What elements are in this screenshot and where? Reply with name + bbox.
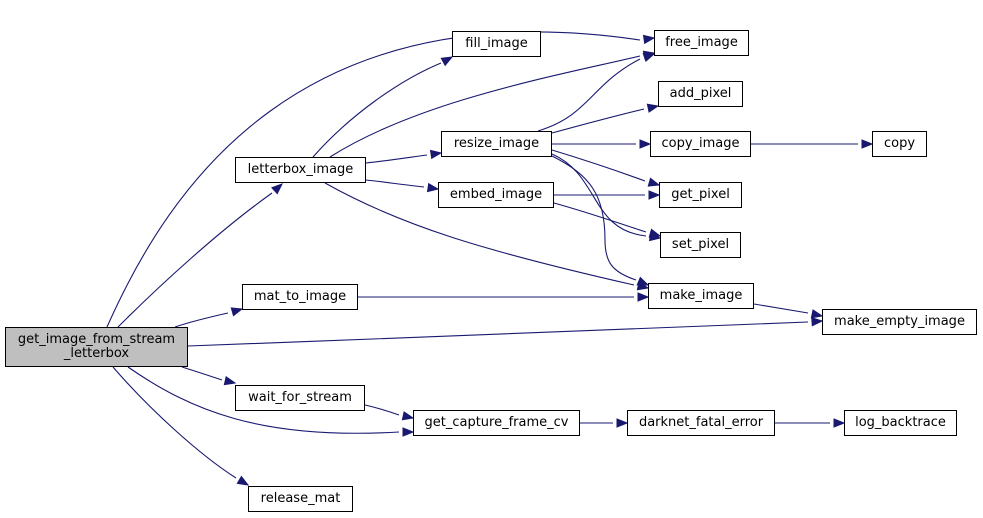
- arrowhead-embed_image-to-set_pixel: [648, 228, 662, 238]
- node-get-capture-frame-cv[interactable]: get_capture_frame_cv: [413, 410, 580, 436]
- node-get-pixel[interactable]: get_pixel: [659, 182, 742, 208]
- node-root-line2: _letterbox: [63, 346, 130, 361]
- arrowhead-resize_image-to-add_pixel: [646, 103, 660, 113]
- arrowhead-embed_image-to-get_pixel: [648, 190, 661, 200]
- edge-embed_image-to-set_pixel: [553, 202, 647, 233]
- edge-root-to-free_image: [106, 31, 641, 328]
- arrowhead-root-to-free_image: [642, 34, 656, 45]
- node-set-pixel[interactable]: set_pixel: [660, 232, 741, 258]
- edge-letterbox_image-to-resize_image: [365, 154, 428, 164]
- node-free-image[interactable]: free_image: [654, 30, 749, 56]
- edge-root-to-letterbox_image: [117, 192, 273, 328]
- edge-letterbox_image-to-make_image: [324, 182, 635, 286]
- node-log-backtrace[interactable]: log_backtrace: [844, 410, 957, 436]
- node-darknet-fatal-error[interactable]: darknet_fatal_error: [627, 410, 775, 436]
- arrowhead-letterbox_image-to-resize_image: [429, 149, 443, 160]
- node-make-empty-image[interactable]: make_empty_image: [822, 309, 977, 335]
- edge-resize_image-to-set_pixel: [551, 153, 647, 237]
- arrowhead-root-to-wait_for_stream: [223, 376, 237, 386]
- edge-resize_image-to-add_pixel: [551, 108, 645, 134]
- arrowhead-copy_image-to-copy: [861, 139, 874, 149]
- node-resize-image[interactable]: resize_image: [441, 131, 552, 157]
- node-copy-image[interactable]: copy_image: [650, 131, 751, 157]
- edge-resize_image-to-make_image: [551, 155, 637, 281]
- arrowhead-resize_image-to-get_pixel: [647, 177, 661, 187]
- arrowhead-resize_image-to-copy_image: [639, 139, 652, 149]
- node-copy[interactable]: copy: [872, 131, 927, 157]
- edge-letterbox_image-to-embed_image: [365, 179, 425, 188]
- arrowhead-make_image-to-make_empty_image: [810, 309, 824, 319]
- node-root-line1: get_image_from_stream: [17, 332, 176, 347]
- node-fill-image[interactable]: fill_image: [452, 31, 541, 57]
- node-wait-for-stream[interactable]: wait_for_stream: [235, 385, 365, 411]
- edge-root-to-mat_to_image: [174, 312, 229, 328]
- edge-letterbox_image-to-fill_image: [312, 62, 442, 158]
- arrowhead-mat_to_image-to-make_image: [637, 292, 650, 302]
- edge-wait_for_stream-to-get_capture_frame_cv: [364, 404, 400, 416]
- arrowhead-letterbox_image-to-fill_image: [440, 56, 454, 67]
- node-mat-to-image[interactable]: mat_to_image: [242, 284, 358, 310]
- node-get-image-from-stream-letterbox[interactable]: get_image_from_stream _letterbox: [5, 327, 188, 367]
- arrowhead-get_capture_frame_cv-to-darknet_fatal_error: [616, 418, 629, 428]
- edge-root-to-get_capture_frame_cv: [127, 366, 400, 434]
- arrowhead-root-to-letterbox_image: [271, 183, 284, 195]
- edge-letterbox_image-to-free_image: [329, 55, 641, 158]
- arrowhead-resize_image-to-free_image: [642, 53, 656, 62]
- edge-root-to-make_empty_image: [187, 321, 809, 347]
- edge-root-to-release_mat: [112, 366, 237, 479]
- arrowhead-root-to-mat_to_image: [230, 307, 244, 317]
- arrowhead-resize_image-to-make_image: [636, 276, 650, 286]
- node-embed-image[interactable]: embed_image: [438, 182, 554, 208]
- edge-root-to-wait_for_stream: [181, 366, 223, 381]
- node-letterbox-image[interactable]: letterbox_image: [235, 157, 366, 183]
- arrowhead-wait_for_stream-to-get_capture_frame_cv: [401, 411, 415, 421]
- edge-resize_image-to-free_image: [537, 58, 641, 132]
- arrowhead-root-to-release_mat: [236, 475, 250, 486]
- node-release-mat[interactable]: release_mat: [248, 486, 353, 512]
- node-make-image[interactable]: make_image: [648, 283, 754, 309]
- arrowhead-root-to-get_capture_frame_cv: [402, 427, 415, 437]
- arrowhead-darknet_fatal_error-to-log_backtrace: [833, 418, 846, 428]
- node-add-pixel[interactable]: add_pixel: [658, 81, 743, 107]
- arrowhead-letterbox_image-to-embed_image: [426, 182, 440, 193]
- edge-resize_image-to-get_pixel: [551, 149, 646, 182]
- edge-make_image-to-make_empty_image: [753, 303, 809, 314]
- arrowhead-root-to-make_empty_image: [811, 317, 824, 327]
